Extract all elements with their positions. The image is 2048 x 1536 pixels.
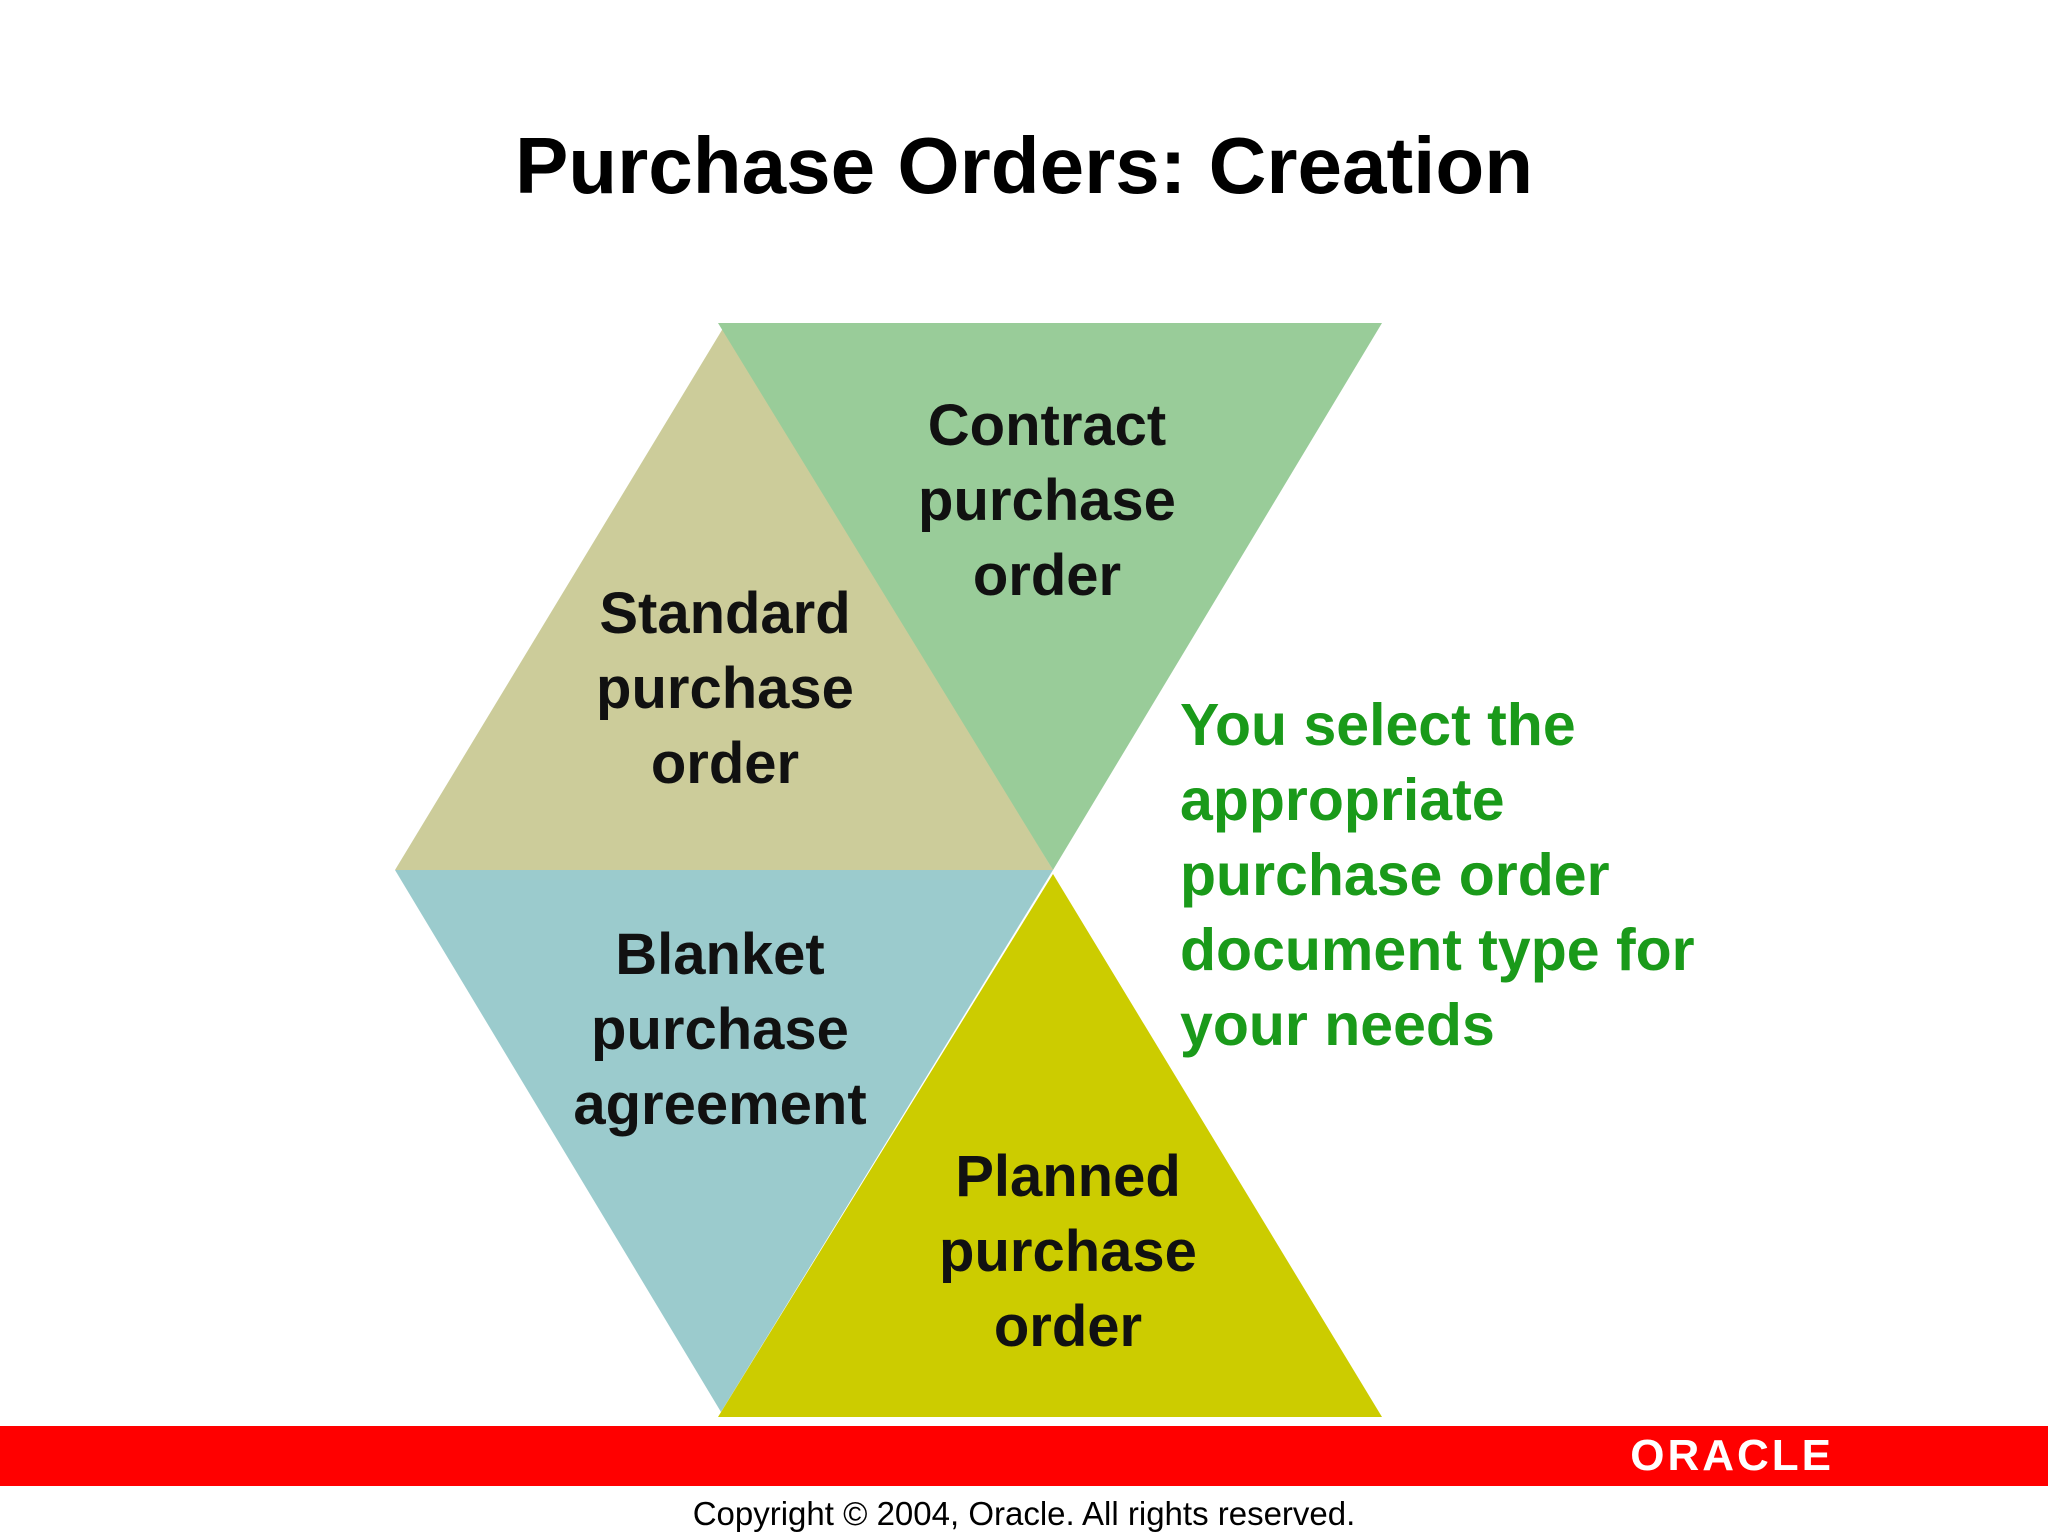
blanket-label-line: purchase — [591, 997, 849, 1062]
po-types-diagram — [395, 323, 1382, 1417]
blanket-agreement-triangle — [395, 870, 1053, 1412]
standard-label-line: order — [650, 731, 800, 796]
planned-po-triangle — [718, 874, 1382, 1417]
standard-label-line: purchase — [596, 656, 854, 721]
planned-label-line: Planned — [955, 1144, 1181, 1209]
copyright-text: Copyright © 2004, Oracle. All rights res… — [692, 1495, 1356, 1532]
blanket-label-line: Blanket — [615, 922, 825, 987]
planned-label-line: purchase — [939, 1219, 1197, 1284]
footer-bar: ORACLE — [0, 1426, 2048, 1486]
contract-po-triangle — [718, 323, 1382, 870]
contract-label-line: Contract — [927, 393, 1167, 458]
contract-po-label: Contract purchase order — [897, 388, 1197, 613]
blanket-agreement-label: Blanket purchase agreement — [540, 917, 900, 1142]
callout-text: You select the appropriate purchase orde… — [1180, 692, 1695, 1058]
planned-label-line: order — [993, 1294, 1143, 1359]
standard-label-line: Standard — [599, 581, 851, 646]
standard-po-triangle — [395, 325, 1053, 870]
planned-po-label: Planned purchase order — [918, 1139, 1218, 1364]
contract-label-line: order — [972, 543, 1122, 608]
contract-label-line: purchase — [918, 468, 1176, 533]
oracle-logo: ORACLE — [1630, 1431, 1834, 1480]
blanket-label-line: agreement — [573, 1072, 867, 1137]
slide-title: Purchase Orders: Creation — [514, 121, 1534, 210]
standard-po-label: Standard purchase order — [575, 576, 875, 801]
